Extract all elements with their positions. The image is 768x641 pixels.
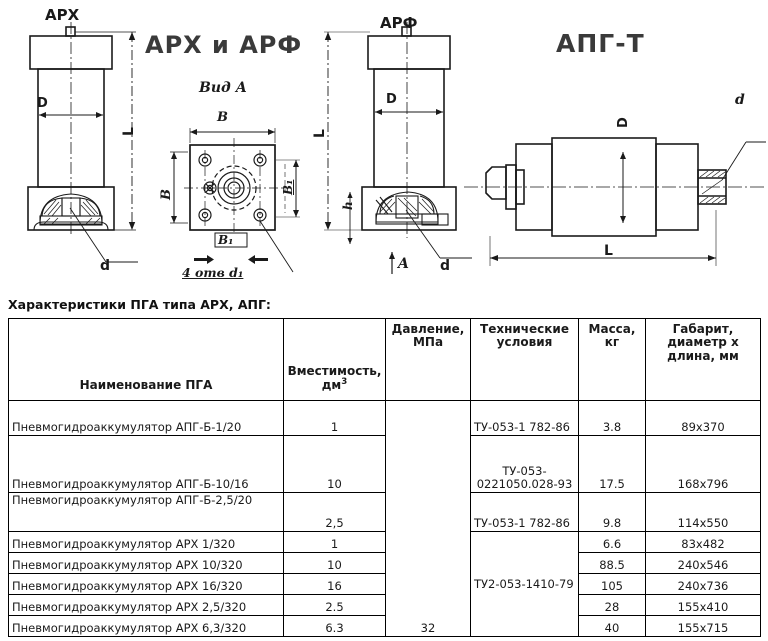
header-mass: Масса, кг [578,318,646,401]
cell-name: Пневмогидроаккумулятор АРХ 2,5/320 [8,594,284,616]
label-arh-name: АРХ [45,6,80,24]
header-mass-line2: кг [604,335,620,350]
cell-capacity: 1 [283,400,386,436]
label-arh-length: L [121,127,137,136]
label-view-a-caption: Вид А [199,80,248,96]
cell-tech-conditions: ТУ2-053-1410-79 [470,531,579,637]
label-arh-drain: d [100,258,111,274]
header-tech-line1: Технические [480,322,569,336]
cell-tech-conditions: ТУ-053-1 782-86 [470,492,579,532]
cell-capacity: 16 [283,573,386,595]
header-capacity-line2: дм [321,377,342,392]
table-row: Пневмогидроаккумулятор АРХ 10/320 10 88.… [8,552,761,574]
cell-tech-conditions: ТУ-053-1 782-86 [470,400,579,436]
view-a-top-view-drawing [170,128,300,273]
table-row: Пневмогидроаккумулятор АРХ 16/320 16 105… [8,573,761,595]
cell-dimensions: 155х410 [645,594,761,616]
cell-dimensions: 114х550 [645,492,761,532]
header-pressure-line1: Давление, [391,322,465,336]
cell-mass: 105 [578,573,646,595]
cell-capacity: 2.5 [283,594,386,616]
cell-capacity: 1 [283,531,386,553]
header-dimensions: Габарит, диаметр х длина, мм [645,318,761,401]
cell-capacity: 10 [283,435,386,493]
pga-specifications-table: Наименование ПГА Вместимость, дм3 Давлен… [8,318,761,637]
header-dims-line3: длина, мм [667,348,739,363]
cell-capacity: 10 [283,552,386,574]
label-view-a-holes: 4 отв d₁ [182,265,244,280]
table-row: Пневмогидроаккумулятор АРХ 1/320 1 ТУ2-0… [8,531,761,637]
cell-capacity: 6.3 [283,615,386,637]
cell-mass: 88.5 [578,552,646,574]
cell-name: Пневмогидроаккумулятор АПГ-Б-1/20 [8,400,284,436]
cell-capacity: 2,5 [283,492,386,532]
header-dims-line2: диаметр х [667,335,739,350]
cell-mass: 40 [578,615,646,637]
label-arf-diameter: D [386,92,397,107]
cell-mass: 28 [578,594,646,616]
label-arf-length: L [312,129,328,138]
cell-pressure: 32 [385,400,471,637]
table-row: Пневмогидроаккумулятор АПГ-Б-2,5/20 2,5 … [8,492,761,532]
label-arh-diameter: D [37,96,48,111]
label-view-a-width-top: B [217,110,228,125]
header-tech-line2: условия [496,335,553,350]
label-arf-height: h [341,201,355,210]
header-mass-line1: Масса, [588,322,636,336]
cell-dimensions: 155х715 [645,615,761,637]
cell-name: Пневмогидроаккумулятор АРХ 16/320 [8,573,284,595]
cell-name: Пневмогидроаккумулятор АПГ-Б-10/16 [8,435,284,493]
cell-dimensions: 83х482 [645,531,761,553]
cell-dimensions: 89х370 [645,400,761,436]
cell-name: Пневмогидроаккумулятор АРХ 1/320 [8,531,284,553]
label-apg-length: L [604,243,613,259]
label-apg-diameter: D [616,117,631,128]
label-apg-port: d [735,92,745,108]
label-arf-name: АРФ [380,14,418,32]
header-name: Наименование ПГА [8,318,284,401]
table-row: Пневмогидроаккумулятор АРХ 6,3/320 6.3 4… [8,615,761,637]
header-pressure: Давление, МПа [385,318,471,401]
cell-mass: 6.6 [578,531,646,553]
cell-dimensions: 240х546 [645,552,761,574]
cell-tech-conditions: ТУ-053-0221050.028-93 [470,435,579,493]
label-view-a-width-side: B [159,189,174,200]
arf-accumulator-drawing [324,22,472,274]
header-capacity-line1: Вместимость, [287,364,382,379]
technical-drawings-strip: АРХ и АРФ АПГ-Т [0,0,768,290]
header-capacity: Вместимость, дм3 [283,318,386,401]
label-arf-section: A [398,256,409,272]
spec-table-container: Наименование ПГА Вместимость, дм3 Давлен… [8,318,761,637]
label-arf-drain: d [440,258,451,274]
section-caption: Характеристики ПГА типа АРХ, АПГ: [8,297,271,312]
drawing-title-apg-t: АПГ-Т [556,29,645,58]
cell-dimensions: 168х796 [645,435,761,493]
label-view-a-b1-right: B₁ [281,179,295,195]
label-view-a-b1-bottom: B₁ [218,233,234,247]
cell-mass: 3.8 [578,400,646,436]
table-row: Пневмогидроаккумулятор АПГ-Б-1/20 1 32 Т… [8,400,761,637]
table-row: Пневмогидроаккумулятор АПГ-Б-10/16 10 ТУ… [8,435,761,493]
table-row: Пневмогидроаккумулятор АРХ 2,5/320 2.5 2… [8,594,761,616]
header-tech-conditions: Технические условия [470,318,579,401]
header-capacity-superscript: 3 [341,376,348,387]
cell-dimensions: 240х736 [645,573,761,595]
cell-name: Пневмогидроаккумулятор АРХ 10/320 [8,552,284,574]
cell-name: Пневмогидроаккумулятор АПГ-Б-2,5/20 [8,492,284,532]
cell-mass: 9.8 [578,492,646,532]
drawing-title-arh-arf: АРХ и АРФ [145,31,303,59]
table-header-row: Наименование ПГА Вместимость, дм3 Давлен… [8,318,761,401]
header-dims-line1: Габарит, [672,322,734,336]
apg-t-accumulator-drawing [464,137,766,266]
cell-mass: 17.5 [578,435,646,493]
header-pressure-line2: МПа [412,335,444,350]
arh-accumulator-drawing [27,22,138,263]
cell-name: Пневмогидроаккумулятор АРХ 6,3/320 [8,615,284,637]
